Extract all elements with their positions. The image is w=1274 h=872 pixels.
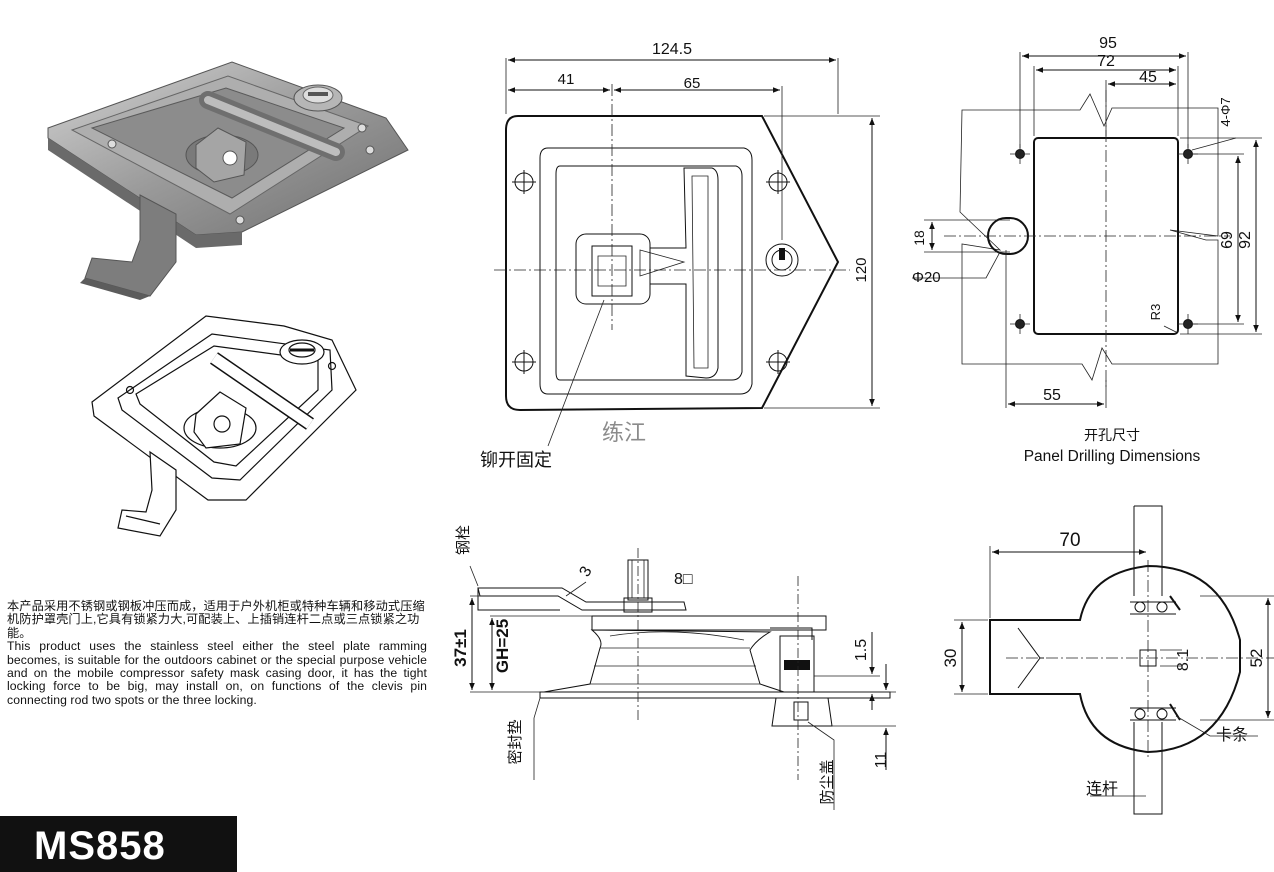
dim-45: 45 (1139, 69, 1157, 86)
dim-holes: 4-Φ7 (1218, 97, 1233, 126)
label-clip: 卡条 (1216, 726, 1248, 744)
model-banner (0, 816, 237, 872)
label-dustcap: 防尘盖 (819, 759, 836, 804)
front-view: 124.5 41 65 120 铆开固定 练江 (480, 41, 880, 470)
dim-r3: R3 (1148, 304, 1163, 321)
rear-view: 70 30 8.1 52 卡条 连杆 (941, 505, 1274, 815)
latch-line-art-iso (91, 315, 357, 537)
dim-total-width: 124.5 (652, 41, 692, 58)
dim-37: 37±1 (451, 629, 470, 667)
dim-left: 41 (558, 71, 575, 88)
dim-gh: GH=25 (493, 619, 512, 673)
dim-70: 70 (1059, 530, 1080, 551)
dim-72: 72 (1097, 53, 1115, 70)
title-cn: 开孔尺寸 (1084, 427, 1140, 443)
dim-81: 8.1 (1175, 649, 1192, 671)
dim-3: 3 (577, 564, 596, 580)
label-rod: 连杆 (1086, 780, 1118, 798)
latch-3d-render (47, 61, 409, 300)
dim-mid: 65 (684, 75, 701, 92)
side-view: 37±1 GH=25 钢栓 3 8□ 1.5 11 密封垫 防尘盖 (451, 525, 896, 810)
dim-11: 11 (873, 752, 890, 769)
panel-cutout-drawing: 95 72 45 4-Φ7 69 92 18 Φ20 R3 55 开孔尺寸 Pa… (911, 35, 1262, 465)
description-english: This product uses the stainless steel ei… (7, 639, 427, 707)
title-en: Panel Drilling Dimensions (1024, 448, 1201, 465)
dim-square: 8□ (674, 571, 693, 588)
label-seal: 密封垫 (507, 719, 524, 764)
dim-69: 69 (1219, 231, 1236, 249)
dim-55: 55 (1043, 387, 1061, 404)
dim-15: 1.5 (853, 639, 870, 661)
label-rivet: 铆开固定 (480, 450, 552, 470)
dim-30: 30 (941, 649, 960, 668)
model-number: MS858 (34, 824, 166, 868)
dim-52: 52 (1247, 649, 1266, 668)
dim-95: 95 (1099, 35, 1117, 52)
label-bolt: 钢栓 (455, 525, 472, 555)
watermark: 练江 (602, 421, 646, 446)
description-chinese: 本产品采用不锈钢或钢板冲压而成，适用于户外机柜或特种车辆和移动式压缩机防护罩壳门… (7, 599, 425, 640)
dim-18: 18 (911, 230, 927, 246)
product-description: 本产品采用不锈钢或钢板冲压而成，适用于户外机柜或特种车辆和移动式压缩机防护罩壳门… (7, 599, 427, 707)
dim-92: 92 (1237, 231, 1254, 249)
dim-height: 120 (853, 257, 870, 282)
dim-hole-dia: Φ20 (912, 269, 941, 286)
